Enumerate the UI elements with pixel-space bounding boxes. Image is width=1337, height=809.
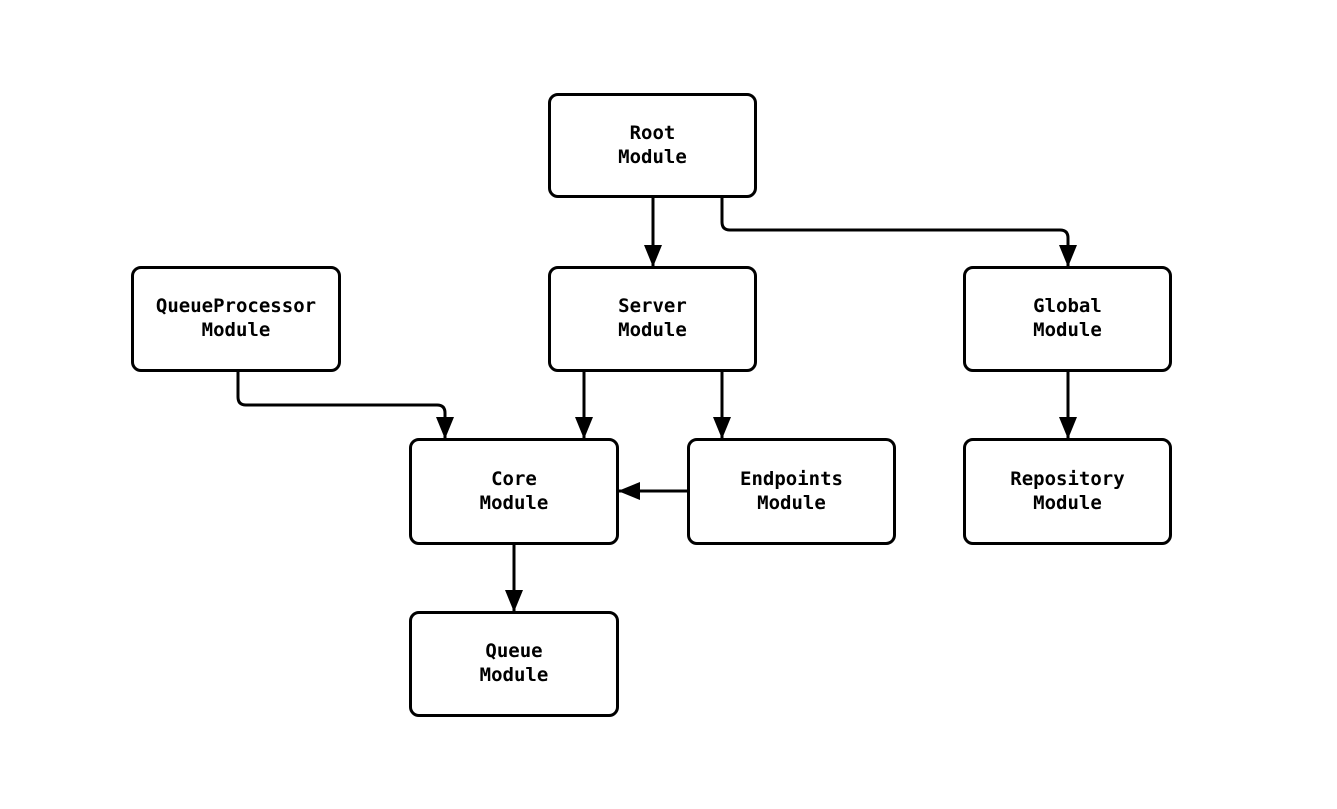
node-root-module: Root Module — [548, 93, 757, 198]
edges-group — [236, 198, 1077, 612]
edge-queueprocessor-to-core — [236, 372, 454, 439]
node-repository-module: Repository Module — [963, 438, 1172, 545]
node-endpoints-module: Endpoints Module — [687, 438, 896, 545]
node-queueprocessor-module: QueueProcessor Module — [131, 266, 341, 372]
node-queue-module: Queue Module — [409, 611, 619, 717]
node-label: Core Module — [479, 467, 549, 514]
node-server-module: Server Module — [548, 266, 757, 372]
node-label: Server Module — [618, 295, 687, 341]
node-global-module: Global Module — [963, 266, 1172, 372]
node-label: Endpoints Module — [740, 467, 843, 514]
node-label: Queue Module — [479, 640, 549, 686]
node-label: Global Module — [1033, 295, 1102, 341]
edge-root-to-global — [720, 198, 1077, 267]
node-label: QueueProcessor Module — [155, 295, 317, 341]
node-core-module: Core Module — [409, 438, 619, 545]
node-label: Root Module — [618, 121, 687, 168]
node-label: Repository Module — [1010, 467, 1125, 514]
